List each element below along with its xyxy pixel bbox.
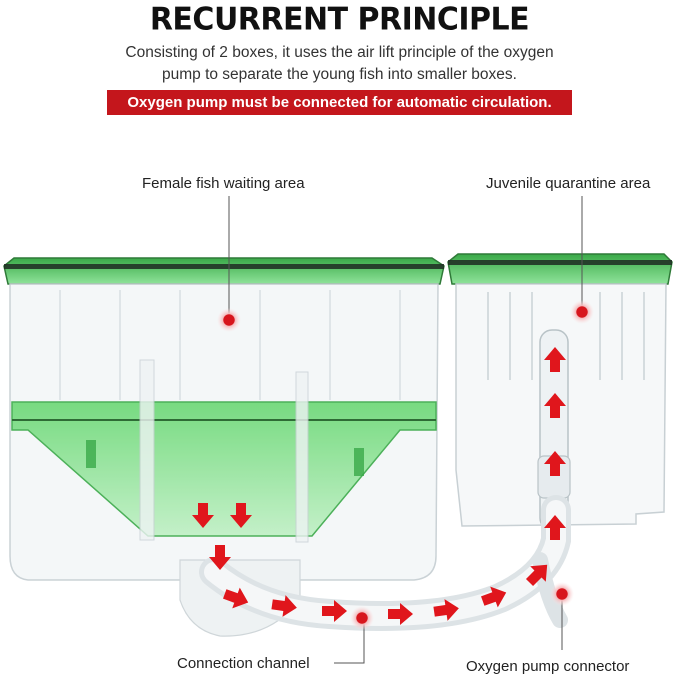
arrow-down-icon <box>209 545 231 570</box>
description-line: Consisting of 2 boxes, it uses the air l… <box>125 44 554 61</box>
arrow-right-icon <box>223 587 249 609</box>
arrow-up-icon <box>544 515 566 540</box>
label-connection-channel: Connection channel <box>177 655 310 672</box>
female-box <box>3 257 445 637</box>
description-line: pump to separate the young fish into sma… <box>162 66 517 83</box>
arrow-up-icon <box>544 393 566 418</box>
arrow-up-icon <box>544 347 566 372</box>
warning-banner: Oxygen pump must be connected for automa… <box>107 90 572 115</box>
marker-dots <box>217 300 594 630</box>
arrow-down-icon <box>192 503 214 528</box>
arrow-right-icon <box>433 599 459 621</box>
description: Consisting of 2 boxes, it uses the air l… <box>80 42 599 86</box>
label-pump-connector: Oxygen pump connector <box>466 658 630 675</box>
arrow-right-icon <box>481 586 507 608</box>
juvenile-box <box>447 253 673 531</box>
marker-dot-icon <box>570 300 594 324</box>
arrow-right-icon <box>388 603 413 625</box>
marker-dot-icon <box>550 582 574 606</box>
label-juvenile-area: Juvenile quarantine area <box>486 175 651 192</box>
arrow-up-icon <box>544 451 566 476</box>
arrow-right-icon <box>271 595 297 617</box>
label-female-area: Female fish waiting area <box>142 175 305 192</box>
marker-dot-icon <box>350 606 374 630</box>
marker-dot-icon <box>217 308 241 332</box>
arrow-right-icon <box>322 600 347 622</box>
arrow-right-icon <box>525 564 548 587</box>
flow-arrows <box>192 347 566 625</box>
arrow-down-icon <box>230 503 252 528</box>
page-title: RECURRENT PRINCIPLE <box>149 1 530 38</box>
